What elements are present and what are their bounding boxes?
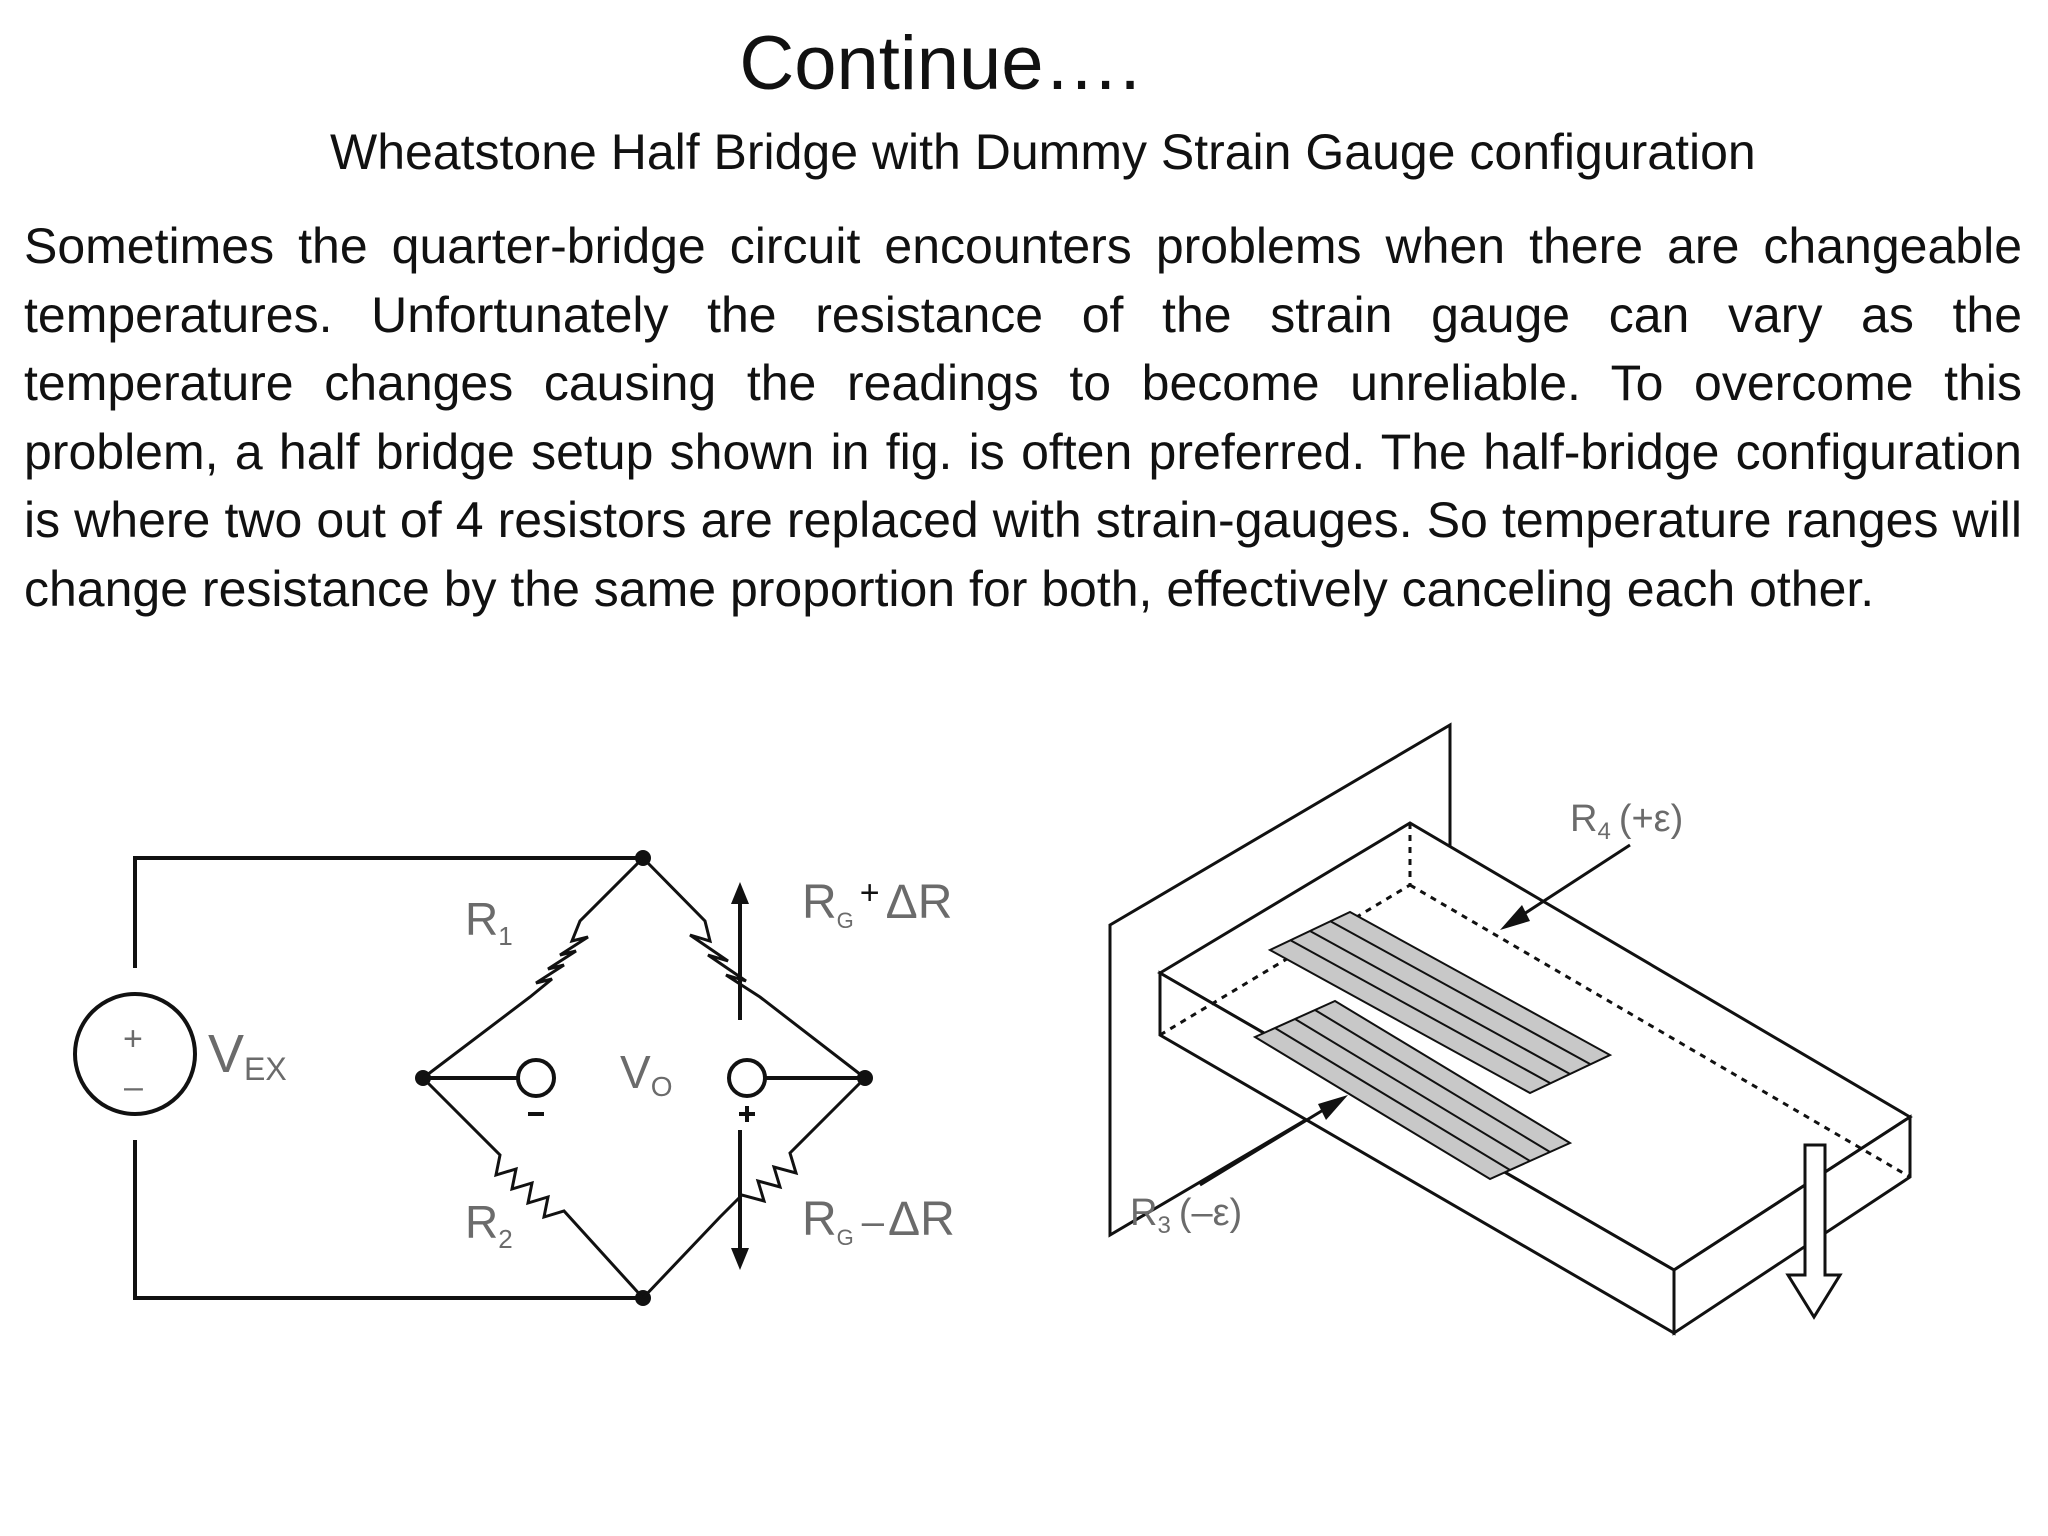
r3-leader-line [1199, 1099, 1339, 1187]
r4-gauge-line-1 [1289, 939, 1551, 1084]
r2-resistor [421, 1076, 645, 1300]
load-arrow [1785, 1143, 1843, 1320]
r2-label: R2 [465, 1196, 513, 1254]
body-paragraph: Sometimes the quarter-bridge circuit enc… [24, 218, 2022, 617]
r3-leader-arrowhead [1318, 1095, 1348, 1120]
r3-label: R3(–ε) [1130, 1192, 1242, 1239]
r4-gauge-line-3 [1329, 920, 1591, 1065]
half-bridge-circuit-diagram: + – VEX VO R1 R2 RG+ΔR RG–ΔR [73, 850, 955, 1306]
bottom-wire [133, 1140, 643, 1300]
r4-leader-line [1509, 843, 1631, 925]
r4-leader-arrowhead [1500, 905, 1530, 930]
rg-minus-arrowhead [731, 1248, 749, 1270]
rg-plus-arrowhead [731, 882, 749, 904]
r3-gauge-line-3 [1314, 1009, 1551, 1153]
source-plus-sign: + [123, 1020, 143, 1058]
top-wire [133, 856, 643, 968]
vo-right-terminal [727, 1058, 767, 1098]
rg-minus-gauge [641, 1076, 867, 1300]
vo-label: VO [620, 1046, 672, 1102]
slide-title: Continue…. [739, 21, 1141, 106]
voltage-source-symbol [73, 992, 197, 1116]
vex-label: VEX [208, 1024, 287, 1087]
cantilever-beam-diagram: R4(+ε) R3(–ε) [1108, 722, 1913, 1336]
rg-minus-label: RG–ΔR [802, 1193, 955, 1250]
hidden-edge-left [1159, 883, 1411, 1037]
source-minus-sign: – [124, 1068, 143, 1106]
hidden-edge-bottom [1409, 883, 1911, 1179]
r1-resistor [422, 856, 645, 1080]
rg-plus-label: RG+ΔR [802, 874, 952, 933]
slide-subtitle: Wheatstone Half Bridge with Dummy Strain… [330, 124, 1756, 180]
rg-plus-gauge [641, 856, 866, 1080]
r3-gauge-line-1 [1274, 1027, 1511, 1171]
r4-gauge-line-2 [1309, 930, 1571, 1075]
vo-left-terminal [516, 1058, 556, 1098]
r4-label: R4(+ε) [1570, 798, 1683, 845]
r1-label: R1 [465, 893, 513, 951]
r3-gauge-line-2 [1294, 1018, 1531, 1162]
